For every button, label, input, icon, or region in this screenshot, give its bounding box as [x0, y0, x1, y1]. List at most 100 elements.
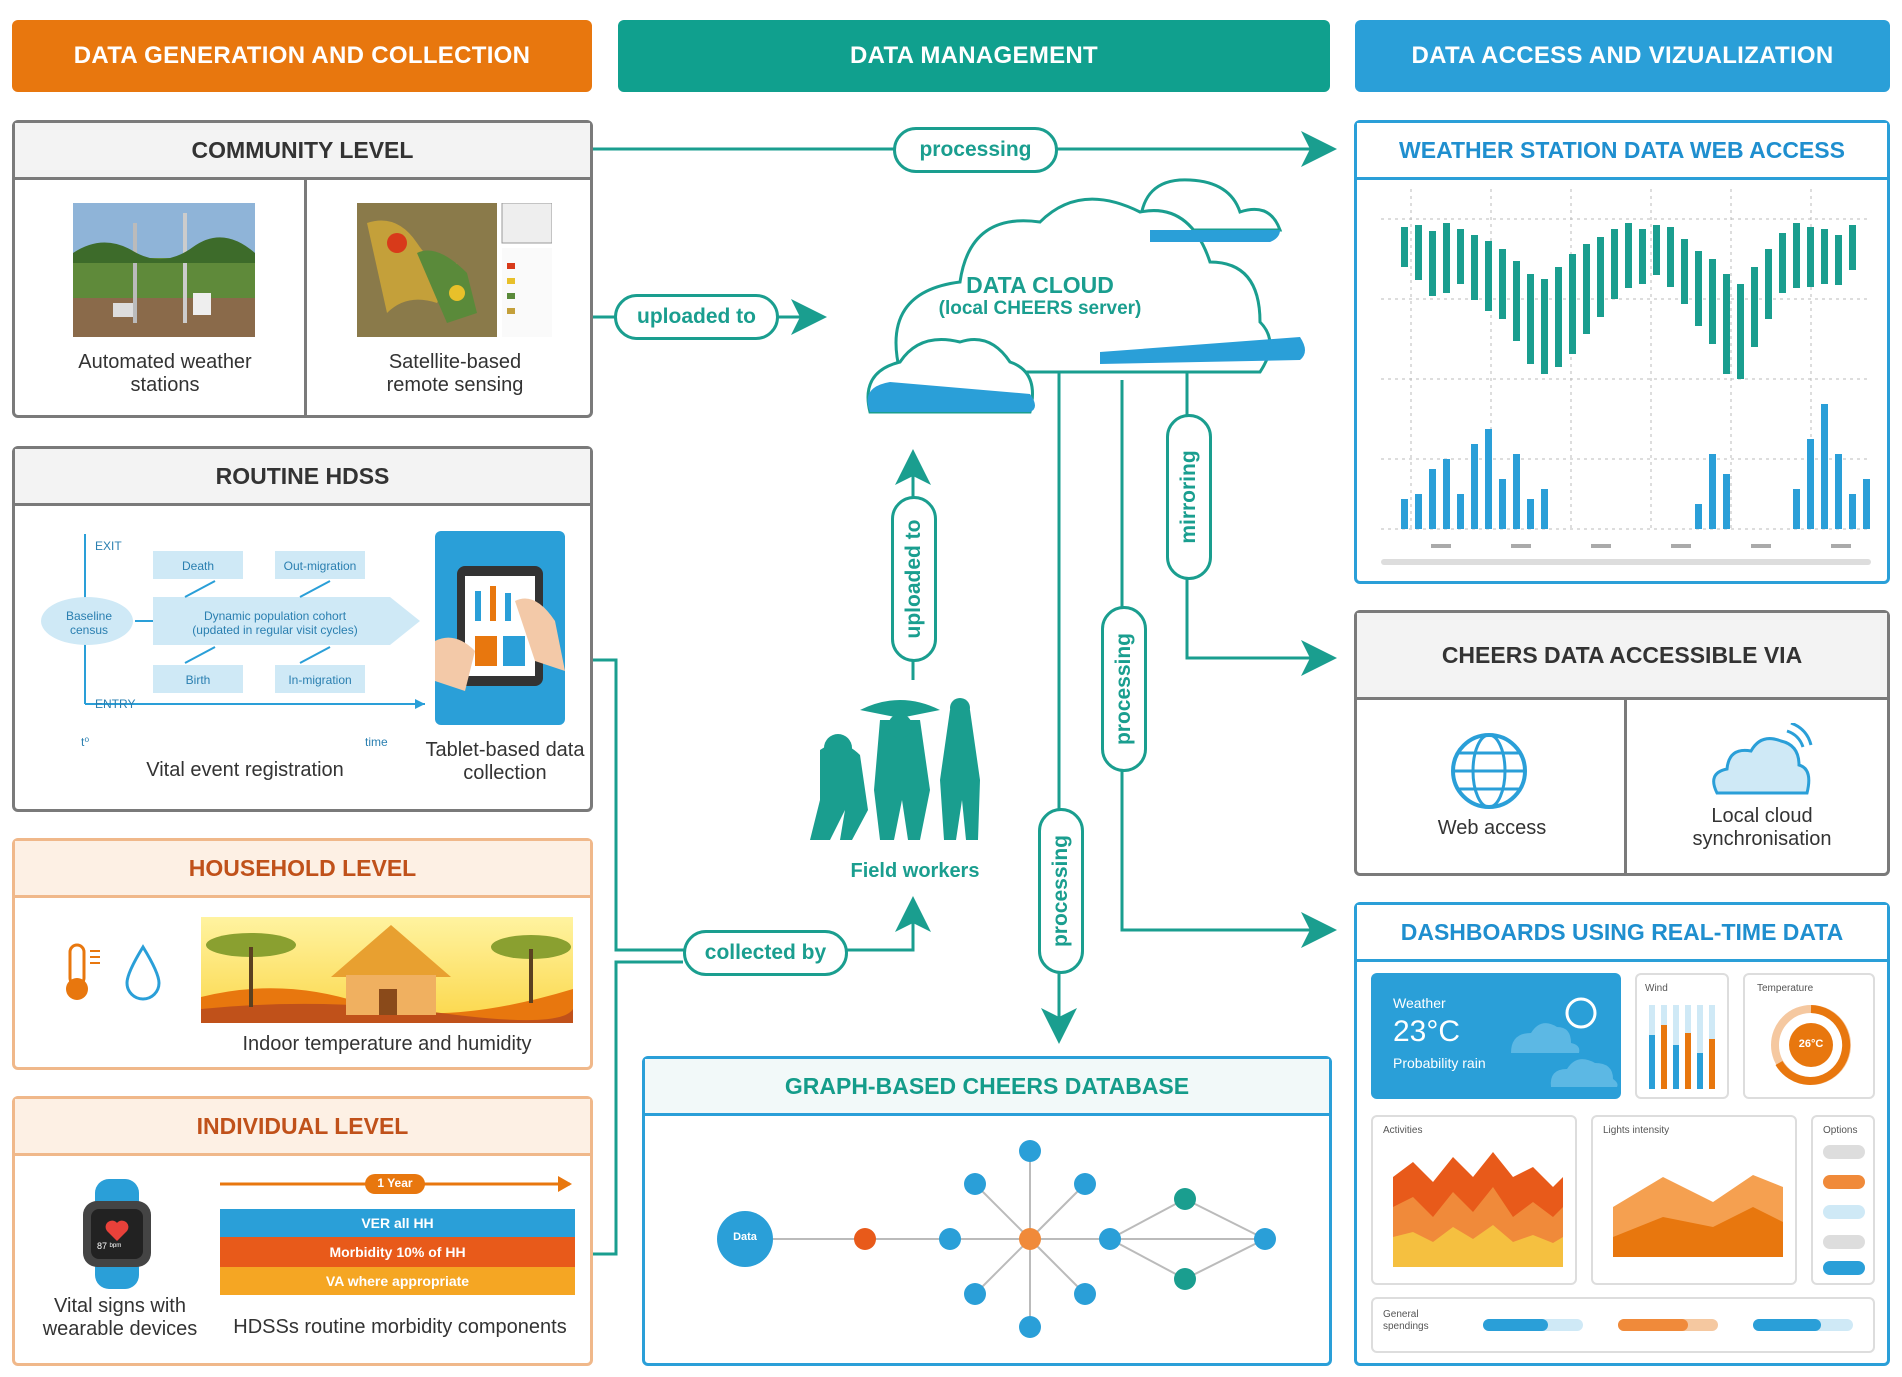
household-level-panel: HOUSEHOLD LEVEL Indoor temperature and h… — [12, 838, 593, 1070]
cloud-title: DATA CLOUD — [966, 272, 1114, 298]
header-data-generation: DATA GENERATION AND COLLECTION — [12, 20, 592, 92]
vital-event-diagram — [41, 534, 425, 709]
weather-card-rain: Probability rain — [1393, 1055, 1486, 1071]
vital-signs-caption: Vital signs with wearable devices — [42, 1295, 198, 1340]
header-label: DATA GENERATION AND COLLECTION — [73, 42, 531, 69]
indoor-caption: Indoor temperature and humidity — [242, 1033, 532, 1055]
activities-card: Activities — [1371, 1115, 1577, 1285]
weather-card: Weather 23°C Probability rain — [1371, 973, 1621, 1099]
pill-label: collected by — [704, 941, 827, 964]
processing-pill-top: processing — [893, 127, 1058, 173]
year-arrow — [220, 1174, 572, 1194]
activities-title: Activities — [1383, 1125, 1423, 1136]
individual-level-panel: INDIVIDUAL LEVEL 87 ᵇᵖᵐ 1 Year VER all H… — [12, 1096, 593, 1366]
spendings-bar-1 — [1483, 1319, 1583, 1331]
weather-station-photo — [73, 203, 255, 337]
dashboards-panel: DASHBOARDS USING REAL-TIME DATA Weather … — [1354, 902, 1890, 1366]
spendings-bar-3 — [1753, 1319, 1853, 1331]
t0-label: t⁰ — [81, 735, 90, 749]
local-cloud-caption: Local cloud synchronisation — [1692, 805, 1832, 850]
inmig-label: In-migration — [288, 673, 352, 687]
data-node-label: Data — [733, 1231, 757, 1243]
va-label: VA where appropriate — [325, 1273, 470, 1289]
aws-caption: Automated weather stations — [78, 351, 252, 396]
weather-station-title: WEATHER STATION DATA WEB ACCESS — [1357, 123, 1887, 180]
accessible-via-panel: CHEERS DATA ACCESSIBLE VIA Web access Lo… — [1354, 610, 1890, 876]
exit-label: EXIT — [95, 539, 122, 553]
processing-pill-mid: processing — [1101, 606, 1147, 772]
tablet-caption: Tablet-based data collection — [425, 739, 585, 784]
morbidity-label: Morbidity 10% of HH — [329, 1244, 466, 1260]
pill-label: uploaded to — [902, 519, 925, 639]
spendings-title: General spendings — [1383, 1309, 1429, 1332]
pill-label: processing — [919, 138, 1032, 161]
header-label: DATA ACCESS AND VIZUALIZATION — [1411, 42, 1834, 69]
pill-label: processing — [1049, 834, 1072, 948]
spendings-bar-2 — [1618, 1319, 1718, 1331]
community-level-panel: COMMUNITY LEVEL Automated weather statio… — [12, 120, 593, 418]
hut-illustration — [201, 917, 573, 1023]
pill-label: processing — [1112, 632, 1135, 746]
activities-area-chart — [1393, 1152, 1563, 1267]
field-workers-caption: Field workers — [850, 860, 980, 882]
birth-label: Birth — [185, 673, 211, 687]
weather-card-title: Weather — [1393, 995, 1446, 1011]
morbidity-bar: Morbidity 10% of HH — [220, 1237, 575, 1267]
wind-card: Wind — [1635, 973, 1729, 1099]
field-workers-illustration — [810, 698, 980, 840]
satellite-map — [357, 203, 552, 337]
option-toggle-5[interactable] — [1823, 1261, 1865, 1275]
time-label: time — [365, 735, 388, 749]
pill-label: mirroring — [1177, 450, 1200, 544]
tablet-icon — [435, 531, 565, 725]
options-title: Options — [1823, 1125, 1858, 1136]
uploaded-to-pill: uploaded to — [614, 294, 779, 340]
graph-database-title: GRAPH-BASED CHEERS DATABASE — [645, 1059, 1329, 1116]
header-label: DATA MANAGEMENT — [849, 42, 1099, 69]
processing-pill-low: processing — [1038, 808, 1084, 974]
cohort-label: Dynamic population cohort — [203, 609, 347, 623]
lights-area-chart — [1613, 1175, 1783, 1257]
wind-bars — [1649, 1005, 1715, 1089]
dashboards-title: DASHBOARDS USING REAL-TIME DATA — [1357, 905, 1887, 962]
weather-station-chart — [1381, 189, 1871, 565]
spendings-card: General spendings — [1371, 1297, 1875, 1353]
options-card: Options — [1811, 1115, 1875, 1285]
baseline-label: Baseline census — [65, 609, 113, 637]
watch-bpm: 87 ᵇᵖᵐ — [97, 1241, 122, 1251]
panel-divider — [1624, 697, 1627, 873]
entry-label: ENTRY — [95, 697, 136, 711]
humidity-drop-icon — [125, 944, 161, 1001]
temperature-gauge-label: 26°C — [1798, 1038, 1824, 1050]
weather-card-temp: 23°C — [1393, 1015, 1461, 1048]
globe-icon — [1451, 733, 1527, 809]
wind-title: Wind — [1645, 983, 1668, 994]
option-toggle-3[interactable] — [1823, 1205, 1865, 1219]
vital-caption: Vital event registration — [146, 759, 344, 781]
temperature-card: Temperature 26°C — [1743, 973, 1875, 1099]
cloud-subtitle: (local CHEERS server) — [938, 298, 1142, 319]
community-level-title: COMMUNITY LEVEL — [15, 123, 590, 180]
thermometer-icon — [66, 943, 100, 1000]
mirroring-pill: mirroring — [1166, 414, 1212, 580]
routine-hdss-title: ROUTINE HDSS — [15, 449, 590, 506]
va-bar: VA where appropriate — [220, 1267, 575, 1295]
header-data-management: DATA MANAGEMENT — [618, 20, 1330, 92]
option-toggle-2[interactable] — [1823, 1175, 1865, 1189]
routine-hdss-panel: ROUTINE HDSS EXIT ENTRY Baseline census … — [12, 446, 593, 812]
cohort-sub-label: (updated in regular visit cycles) — [192, 623, 358, 637]
web-access-caption: Web access — [1437, 817, 1547, 839]
graph-database-panel: GRAPH-BASED CHEERS DATABASE — [642, 1056, 1332, 1366]
smartwatch-icon — [83, 1179, 151, 1289]
accessible-via-title: CHEERS DATA ACCESSIBLE VIA — [1357, 613, 1887, 700]
death-label: Death — [181, 559, 215, 573]
option-toggle-1[interactable] — [1823, 1145, 1865, 1159]
individual-level-title: INDIVIDUAL LEVEL — [15, 1099, 590, 1156]
lights-card: Lights intensity — [1591, 1115, 1797, 1285]
header-data-access: DATA ACCESS AND VIZUALIZATION — [1355, 20, 1890, 92]
household-level-title: HOUSEHOLD LEVEL — [15, 841, 590, 898]
outmig-label: Out-migration — [283, 559, 357, 573]
option-toggle-4[interactable] — [1823, 1235, 1865, 1249]
cloud-sync-icon — [1712, 723, 1813, 795]
collected-by-pill: collected by — [683, 930, 848, 976]
